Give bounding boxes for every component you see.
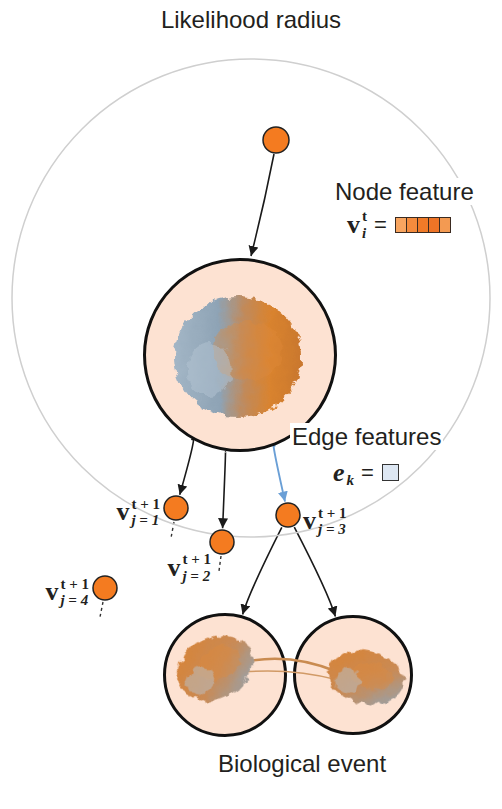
cell-body — [166, 624, 264, 712]
cell-circle — [145, 260, 336, 451]
math-label: vti = — [347, 208, 387, 241]
event-heading-wrap: Biological event — [218, 750, 386, 778]
likelihood-circle — [12, 59, 490, 537]
subscript: j = 4 — [60, 592, 89, 609]
event-heading: Biological event — [218, 750, 386, 777]
input-arrow — [251, 154, 274, 256]
edge-arrow — [294, 527, 335, 616]
detection-node: vt + 1j = 2 — [210, 530, 234, 554]
math-base: e — [333, 460, 345, 486]
math-label: vt + 1j = 2 — [167, 551, 211, 584]
likelihood-region: Likelihood radiusNode featurevti=vt + 1j… — [11, 58, 491, 538]
edge-label: Edge features — [290, 423, 443, 450]
feature-heading-wrap: Node feature — [333, 178, 476, 206]
incoming-detection-dot — [263, 127, 289, 153]
math-label: vt + 1j = 4 — [45, 576, 89, 609]
index-stack: t + 1j = 2 — [182, 551, 211, 584]
subscript: i — [362, 225, 367, 242]
cell-texture — [333, 665, 364, 693]
superscript: t + 1 — [318, 505, 347, 522]
subscript: j = 2 — [182, 568, 211, 585]
cell-node: Node featurevti= — [143, 258, 337, 452]
superscript: t + 1 — [60, 576, 89, 593]
superscript: t + 1 — [131, 496, 160, 513]
subscript: j = 1 — [131, 512, 160, 529]
index-stack: ti — [362, 208, 367, 241]
math-label: ek = — [333, 458, 374, 489]
cell-illustration — [323, 645, 408, 712]
feature-cell — [407, 217, 418, 233]
superscript: t — [362, 208, 367, 225]
heading-wrap: Likelihood radius — [159, 6, 343, 34]
cell-body — [323, 645, 408, 712]
dashed-tail — [219, 556, 221, 571]
index-stack: k — [347, 458, 355, 489]
feature-cell — [418, 217, 429, 233]
math-label: vt + 1j = 3 — [303, 505, 347, 538]
node-outline — [93, 576, 117, 600]
cell-circle — [165, 615, 286, 736]
index-stack: t + 1j = 1 — [131, 496, 160, 529]
math-base: v — [167, 555, 180, 581]
region-heading: Likelihood radius — [159, 6, 343, 33]
subscript: k — [347, 472, 355, 489]
math-base: v — [303, 508, 316, 534]
index-stack: t + 1j = 4 — [60, 576, 89, 609]
edge-label-wrap: Edge features — [290, 423, 443, 451]
node-outline — [143, 258, 337, 452]
feature-heading: Node feature — [333, 178, 476, 205]
node-outline — [160, 610, 416, 740]
node-outline — [210, 530, 234, 554]
equals-sign: = — [361, 462, 374, 484]
feature-cell — [429, 217, 440, 233]
feature-cell — [440, 217, 451, 233]
index-stack: t + 1j = 3 — [318, 505, 347, 538]
math-label: vt + 1j = 1 — [116, 496, 160, 529]
cytokinesis-bridge — [244, 671, 338, 680]
math-base: v — [45, 579, 58, 605]
detection-dot — [276, 503, 300, 527]
math-base: v — [116, 499, 129, 525]
cytokinesis-bridge — [244, 659, 338, 672]
edge-arrow — [243, 527, 282, 614]
cell-texture — [183, 663, 220, 699]
cell-illustration — [174, 297, 302, 417]
edge-arrow — [274, 444, 285, 501]
detection-node: vt + 1j = 1 — [164, 496, 188, 520]
detection-node: vt + 1j = 3 — [276, 503, 300, 527]
cell-illustration — [166, 624, 264, 712]
detection-dot — [164, 496, 188, 520]
node-outline — [276, 503, 300, 527]
cell-body — [174, 297, 302, 417]
node-feature-vector — [395, 217, 451, 233]
node-outline — [164, 496, 188, 520]
superscript: t + 1 — [182, 551, 211, 568]
detection-dot — [210, 530, 234, 554]
feature-cell — [395, 217, 407, 233]
subscript: j = 3 — [318, 521, 347, 538]
edge-arrow — [223, 452, 226, 529]
dashed-tail — [100, 602, 103, 617]
cell-texture — [187, 342, 232, 396]
math-base: v — [347, 212, 360, 238]
event-node: Biological event — [160, 610, 416, 740]
equals-sign: = — [374, 214, 387, 236]
detection-node: vt + 1j = 4 — [93, 576, 117, 600]
edge-feature-swatch — [382, 464, 399, 481]
detection-dot — [93, 576, 117, 600]
edge-arrow — [180, 438, 194, 495]
